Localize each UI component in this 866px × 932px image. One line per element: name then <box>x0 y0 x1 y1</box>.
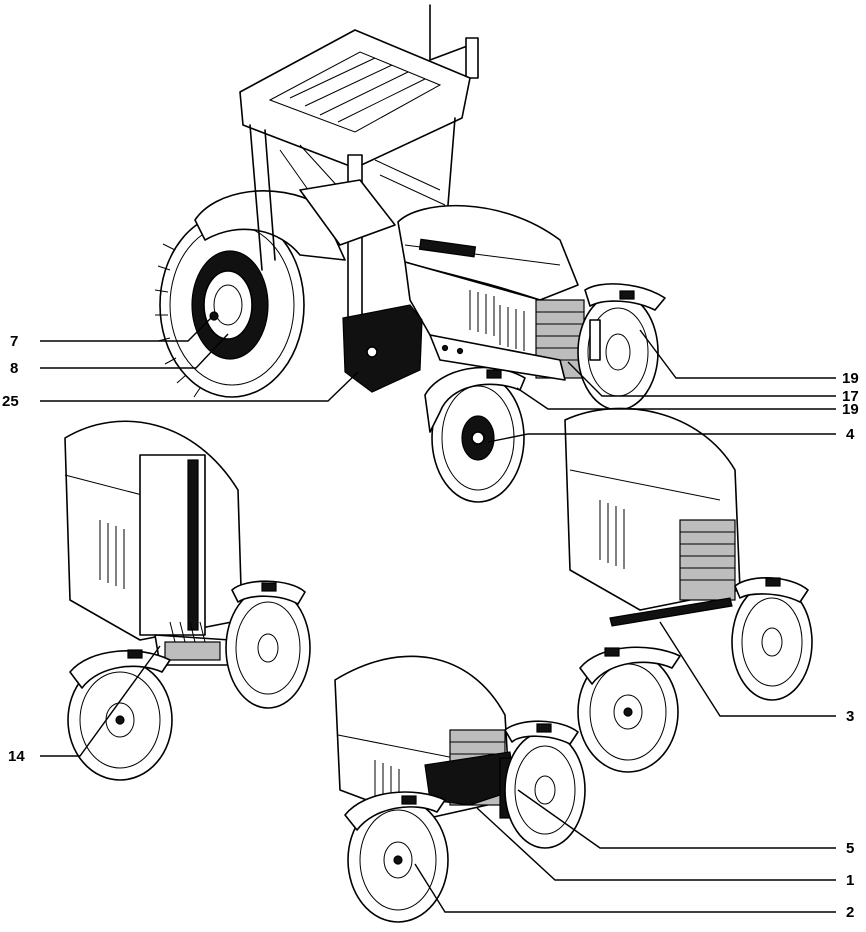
battery-box <box>342 304 423 393</box>
callout-labels: 7 8 25 19 17 19 4 14 3 5 1 2 <box>2 333 859 921</box>
callout-label: 7 <box>10 333 18 350</box>
callout-label: 19 <box>842 370 859 387</box>
cab <box>239 29 471 326</box>
front-right-wheel <box>577 283 666 411</box>
callout-label: 4 <box>846 426 855 443</box>
callout-label: 3 <box>846 708 854 725</box>
lower-right-tractor-illustration <box>564 407 813 773</box>
bottom-tractor-illustration <box>334 655 586 923</box>
callout-label: 19 <box>842 401 859 418</box>
callout-label: 14 <box>8 748 25 765</box>
callout-label: 1 <box>846 872 854 889</box>
callout-label: 2 <box>846 904 854 921</box>
callout-label: 17 <box>842 388 859 405</box>
rear-wheel <box>154 212 305 398</box>
lower-left-tractor-illustration <box>64 420 311 781</box>
callout-label: 25 <box>2 393 19 410</box>
main-tractor-illustration <box>154 4 666 503</box>
callout-label: 8 <box>10 360 18 377</box>
front-left-wheel <box>424 366 526 503</box>
leader-lines <box>40 315 836 913</box>
callout-label: 5 <box>846 840 854 857</box>
